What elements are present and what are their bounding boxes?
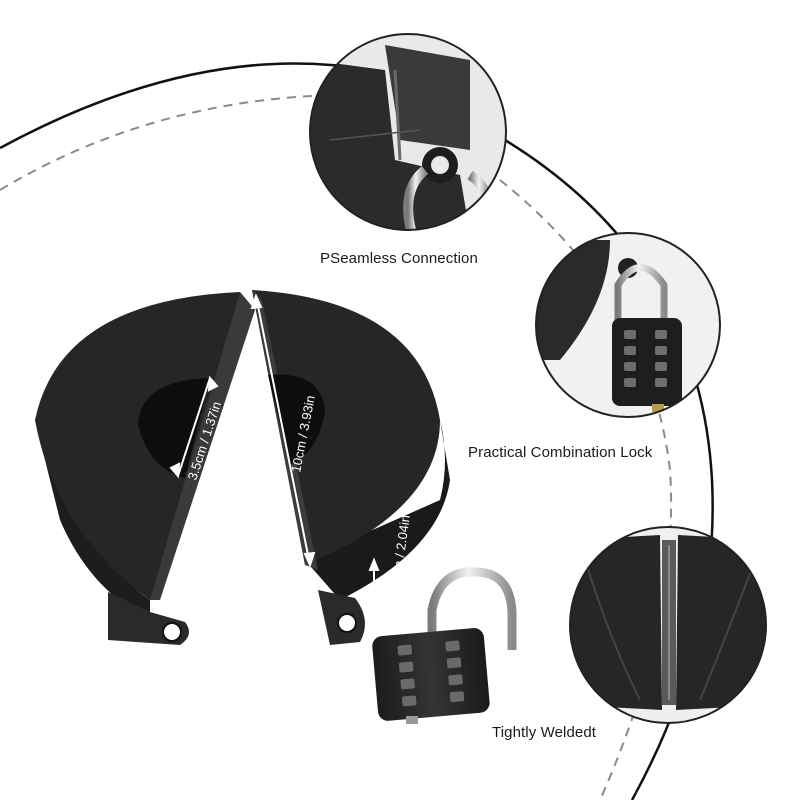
outer-arc-line [0,62,371,150]
split-cylinder-lock-body: 3.5cm / 1.37in 10cm / 3.93in 5.2 cm / 2.… [35,290,450,645]
caption-combination-lock: Practical Combination Lock [468,444,653,461]
detail-tightly-welded [569,526,767,724]
combination-padlock [372,567,517,724]
caption-tightly-welded: Tightly Weldedt [492,724,597,741]
inner-dashed-arc [0,94,336,191]
detail-seamless-connection [309,33,507,231]
detail-combination-lock [535,232,721,418]
combination-keypad-icon [624,330,667,387]
padlock-icon [614,264,668,330]
caption-seamless-connection: PSeamless Connection [320,250,478,267]
